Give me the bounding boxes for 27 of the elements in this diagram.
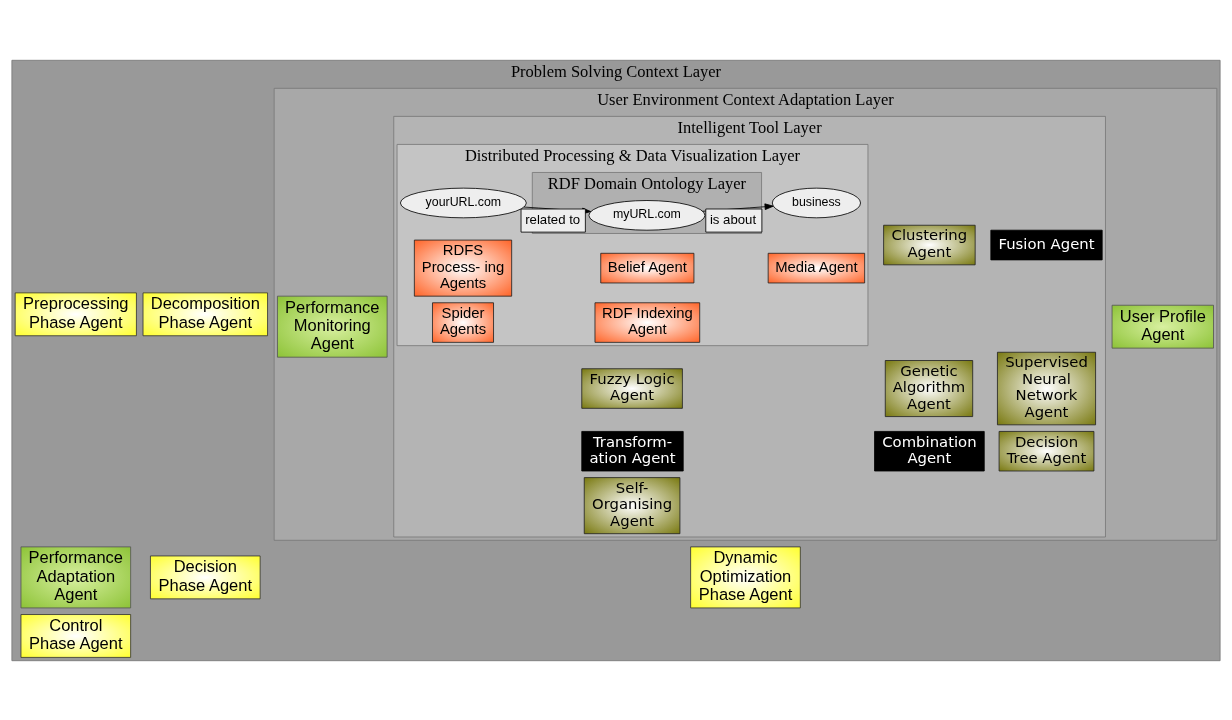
node-box: Decision Tree Agent xyxy=(998,430,1095,471)
node-box: Clustering Agent xyxy=(883,224,976,265)
node-box: Media Agent xyxy=(767,252,866,283)
node-ellipse: myURL.com xyxy=(588,199,706,231)
node-box: Fuzzy Logic Agent xyxy=(581,367,683,409)
node-ellipse: yourURL.com xyxy=(399,187,527,218)
edge-label: is about xyxy=(709,211,757,227)
arrow xyxy=(702,202,774,212)
node-box: User Profile Agent xyxy=(1111,304,1214,349)
node-box: Decomposition Phase Agent xyxy=(142,291,268,336)
node-box: Fusion Agent xyxy=(990,229,1103,260)
node-box: Dynamic Optimization Phase Agent xyxy=(690,546,801,608)
node-box: Genetic Algorithm Agent xyxy=(884,359,974,417)
node-ellipse: business xyxy=(771,187,861,218)
node-box: Spider Agents xyxy=(432,301,494,343)
node-box: Self- Organising Agent xyxy=(583,476,681,534)
node-box: Decision Phase Agent xyxy=(150,555,261,599)
node-box: Preprocessing Phase Agent xyxy=(14,291,137,336)
node-box: RDFS Process- ing Agents xyxy=(413,239,513,297)
node-box: Supervised Neural Network Agent xyxy=(997,351,1096,425)
node-box: Control Phase Agent xyxy=(20,613,132,658)
node-box: Belief Agent xyxy=(600,252,695,283)
node-box: Transform- ation Agent xyxy=(581,430,684,471)
node-box: RDF Indexing Agent xyxy=(594,301,701,343)
node-box: Performance Monitoring Agent xyxy=(277,295,388,358)
node-box: Combination Agent xyxy=(874,430,985,471)
node-box: Performance Adaptation Agent xyxy=(20,546,132,608)
